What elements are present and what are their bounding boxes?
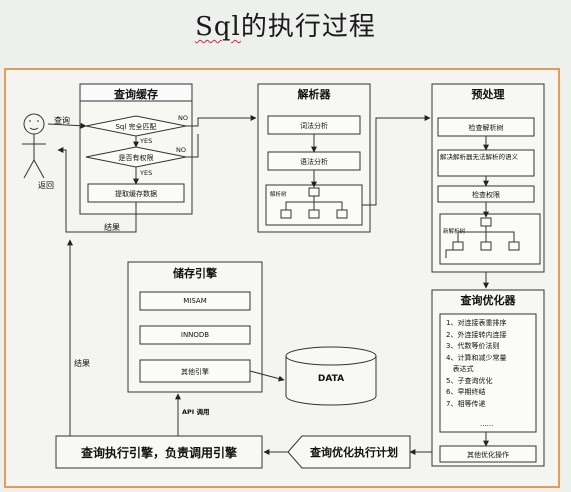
no2-label: NO — [176, 146, 186, 154]
optimizer-item: 3、代数等价法则 — [446, 342, 500, 350]
executor-result-label: 结果 — [74, 359, 90, 368]
engine-innodb: INNODB — [180, 331, 210, 339]
user-actor-icon — [22, 113, 46, 179]
syntax-label: 语法分析 — [300, 158, 328, 166]
page-title: Sql的执行过程 — [0, 6, 571, 43]
optimizer-list: 1、对连接表重排序 2、外连接转内连接 3、代数等价法则 4、计算和减少常量 表… — [446, 318, 506, 410]
executor-label: 查询执行引擎，负责调用引擎 — [80, 446, 237, 460]
optimizer-item: 5、子查询优化 — [446, 376, 493, 385]
parser-header: 解析器 — [297, 88, 331, 101]
yes2-label: YES — [140, 169, 153, 177]
storage-engine-header: 储存引擎 — [173, 267, 217, 280]
data-cylinder-icon — [285, 346, 377, 406]
fetch-cache-label: 提取缓存数据 — [115, 190, 157, 198]
new-tree-label: 新解析树 — [443, 229, 466, 235]
query-label: 查询 — [54, 116, 70, 125]
parse-tree-label: 解析树 — [270, 192, 287, 198]
yes1-label: YES — [140, 137, 153, 145]
pre-permission-label: 检查权限 — [472, 191, 500, 199]
optimizer-item: 2、外连接转内连接 — [446, 330, 507, 339]
other-optimization-label: 其他优化操作 — [467, 451, 509, 459]
permission-label: 是否有权限 — [118, 154, 154, 162]
optimizer-item: 6、早期终结 — [446, 388, 486, 396]
execution-plan-shape — [287, 435, 411, 469]
execution-plan-label: 查询优化执行计划 — [310, 446, 398, 459]
engine-other: 其他引擎 — [181, 368, 209, 376]
resolve-semantics-label: 解决解析器无法解析的语义 — [440, 153, 518, 161]
return-label: 返回 — [38, 181, 54, 190]
optimizer-item: 表达式 — [446, 365, 474, 373]
optimizer-item: 7、相等传递 — [446, 399, 486, 408]
optimizer-item: 1、对连接表重排序 — [446, 319, 507, 327]
engine-misam: MISAM — [183, 297, 207, 305]
optimizer-ellipsis: ...... — [480, 420, 494, 428]
check-tree-label: 检查解析树 — [468, 124, 504, 132]
executor-box — [55, 435, 263, 469]
title-sql: Sql — [195, 12, 241, 42]
api-call-label: API 调用 — [182, 408, 210, 416]
cache-result-label: 结果 — [104, 223, 120, 232]
optimizer-header: 查询优化器 — [460, 294, 516, 307]
lexical-label: 词法分析 — [300, 122, 328, 130]
sql-match-label: Sql 完全匹配 — [115, 123, 157, 131]
preprocessor-header: 预处理 — [471, 88, 505, 101]
title-rest: 的执行过程 — [240, 12, 376, 42]
new-parse-tree-box — [439, 213, 541, 265]
optimizer-item: 4、计算和减少常量 — [446, 353, 507, 362]
query-cache-header: 查询缓存 — [114, 88, 158, 101]
data-label: DATA — [317, 374, 345, 384]
no1-label: NO — [178, 114, 188, 122]
